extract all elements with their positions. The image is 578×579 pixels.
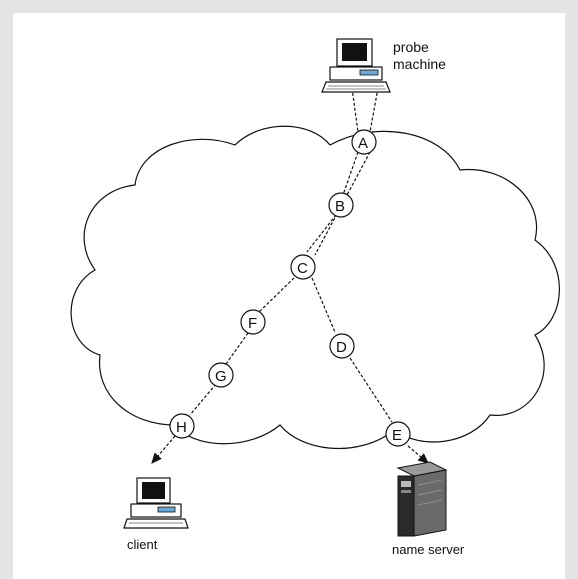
network-cloud (70, 125, 560, 450)
node-g: G (208, 362, 234, 388)
path-h-client (151, 435, 176, 464)
node-a-label: A (358, 135, 368, 152)
path-f-g (225, 332, 249, 365)
probe-machine-label-line1: probe (393, 39, 429, 55)
node-e: E (385, 421, 411, 447)
probe-machine-label-line2: machine (393, 56, 446, 72)
node-c-label: C (297, 260, 308, 277)
name-server-icon (396, 461, 448, 537)
node-b: B (328, 192, 354, 218)
node-h: H (169, 413, 195, 439)
name-server-label: name server (392, 542, 465, 557)
node-g-label: G (215, 368, 227, 385)
path-g-h (189, 383, 217, 416)
probe-link-right (369, 87, 379, 133)
path-a-b (342, 151, 359, 196)
probe-paths (151, 87, 429, 464)
node-f-label: F (248, 315, 257, 332)
node-e-label: E (392, 427, 402, 444)
node-a: A (351, 129, 377, 155)
node-c: C (290, 254, 316, 280)
path-d-e (349, 357, 393, 423)
node-b-label: B (335, 198, 345, 215)
path-a-c-right (314, 151, 371, 256)
path-c-f (257, 277, 295, 314)
node-f: F (240, 309, 266, 335)
node-d: D (329, 333, 355, 359)
client-label: client (127, 537, 158, 552)
path-b-c (306, 214, 337, 253)
node-d-label: D (336, 339, 347, 356)
probe-machine-icon (321, 38, 391, 93)
path-e-server (407, 445, 429, 464)
probe-link-left (351, 87, 359, 133)
client-computer-icon (123, 477, 189, 529)
node-h-label: H (176, 419, 187, 436)
